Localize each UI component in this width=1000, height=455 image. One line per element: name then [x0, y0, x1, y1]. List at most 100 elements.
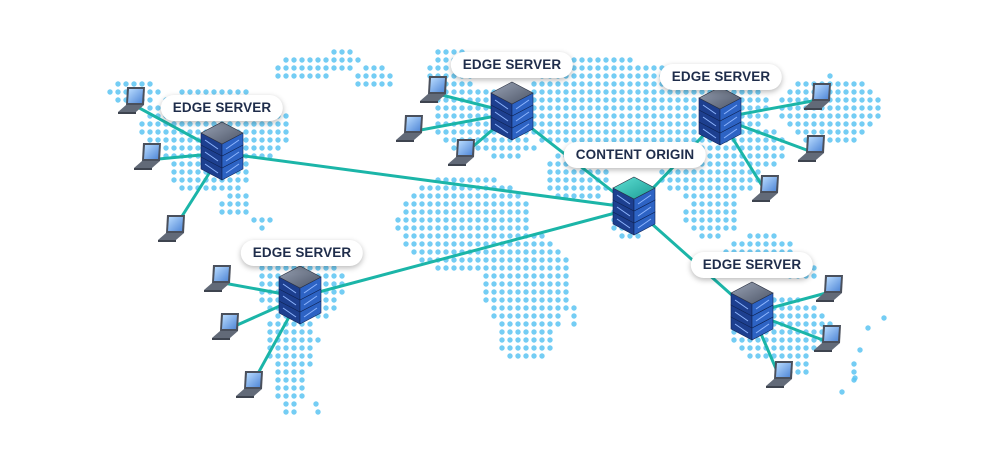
- map-dot: [699, 209, 705, 215]
- map-dot: [331, 297, 337, 303]
- map-dot: [731, 209, 737, 215]
- map-dot: [587, 73, 593, 79]
- map-dot: [819, 121, 825, 127]
- map-dot: [547, 329, 553, 335]
- map-dot: [595, 65, 601, 71]
- map-dot: [747, 97, 753, 103]
- map-dot: [275, 393, 281, 399]
- map-dot: [755, 121, 761, 127]
- map-dot: [171, 161, 177, 167]
- map-dot: [363, 81, 369, 87]
- map-dot: [611, 105, 617, 111]
- map-dot: [787, 113, 793, 119]
- map-dot: [499, 209, 505, 215]
- map-dot: [587, 193, 593, 199]
- map-dot: [195, 145, 201, 151]
- map-dot: [507, 265, 513, 271]
- map-dot: [723, 153, 729, 159]
- laptop-icon: [420, 76, 447, 103]
- map-dot: [571, 81, 577, 87]
- map-dot: [499, 329, 505, 335]
- map-dot: [707, 225, 713, 231]
- map-dot: [595, 193, 601, 199]
- map-dot: [475, 257, 481, 263]
- map-dot: [563, 121, 569, 127]
- map-dot: [731, 337, 737, 343]
- map-dot: [699, 217, 705, 223]
- map-dot: [459, 193, 465, 199]
- map-dot: [571, 113, 577, 119]
- map-dot: [491, 289, 497, 295]
- map-dot: [267, 337, 273, 343]
- map-dot: [243, 89, 249, 95]
- map-dot: [731, 217, 737, 223]
- map-dot: [771, 329, 777, 335]
- map-dot: [523, 257, 529, 263]
- map-dot: [339, 49, 345, 55]
- map-dot: [571, 73, 577, 79]
- map-dot: [427, 201, 433, 207]
- laptop-icon: [814, 325, 841, 352]
- map-dot: [499, 289, 505, 295]
- map-dot: [635, 137, 641, 143]
- map-dot: [571, 105, 577, 111]
- map-dot: [443, 201, 449, 207]
- map-dot: [795, 369, 801, 375]
- map-dot: [603, 177, 609, 183]
- map-dot: [371, 81, 377, 87]
- map-dot: [835, 81, 841, 87]
- map-dot: [515, 313, 521, 319]
- map-dot: [555, 129, 561, 135]
- map-dot: [651, 73, 657, 79]
- map-dot: [531, 281, 537, 287]
- map-dot: [595, 169, 601, 175]
- map-dot: [227, 201, 233, 207]
- map-dot: [803, 89, 809, 95]
- map-dot: [779, 353, 785, 359]
- map-dot: [227, 193, 233, 199]
- map-dot: [443, 113, 449, 119]
- map-dot: [171, 137, 177, 143]
- map-dot: [491, 225, 497, 231]
- map-dot: [411, 241, 417, 247]
- map-dot: [323, 297, 329, 303]
- map-dot: [475, 265, 481, 271]
- map-dot: [275, 65, 281, 71]
- map-dot: [491, 217, 497, 223]
- map-dot: [443, 217, 449, 223]
- map-dot: [555, 297, 561, 303]
- map-dot: [683, 89, 689, 95]
- map-dot: [739, 161, 745, 167]
- map-dot: [523, 209, 529, 215]
- map-dot: [723, 169, 729, 175]
- map-dot: [547, 105, 553, 111]
- map-dot: [683, 137, 689, 143]
- map-dot: [531, 257, 537, 263]
- map-dot: [523, 201, 529, 207]
- map-dot: [539, 129, 545, 135]
- map-dot: [171, 145, 177, 151]
- map-dot: [467, 193, 473, 199]
- map-dot: [715, 217, 721, 223]
- laptop-icon: [158, 215, 185, 242]
- map-dot: [731, 177, 737, 183]
- map-dot: [379, 65, 385, 71]
- map-dot: [691, 201, 697, 207]
- map-dot: [571, 57, 577, 63]
- map-dot: [499, 137, 505, 143]
- map-dot: [699, 225, 705, 231]
- map-dot: [187, 177, 193, 183]
- map-dot: [627, 121, 633, 127]
- map-dot: [851, 361, 857, 367]
- map-dot: [859, 121, 865, 127]
- map-dot: [555, 185, 561, 191]
- map-dot: [587, 105, 593, 111]
- map-dot: [315, 337, 321, 343]
- map-dot: [483, 273, 489, 279]
- map-dot: [659, 97, 665, 103]
- map-dot: [707, 201, 713, 207]
- map-dot: [355, 73, 361, 79]
- map-dot: [451, 81, 457, 87]
- map-dot: [795, 345, 801, 351]
- map-dot: [851, 121, 857, 127]
